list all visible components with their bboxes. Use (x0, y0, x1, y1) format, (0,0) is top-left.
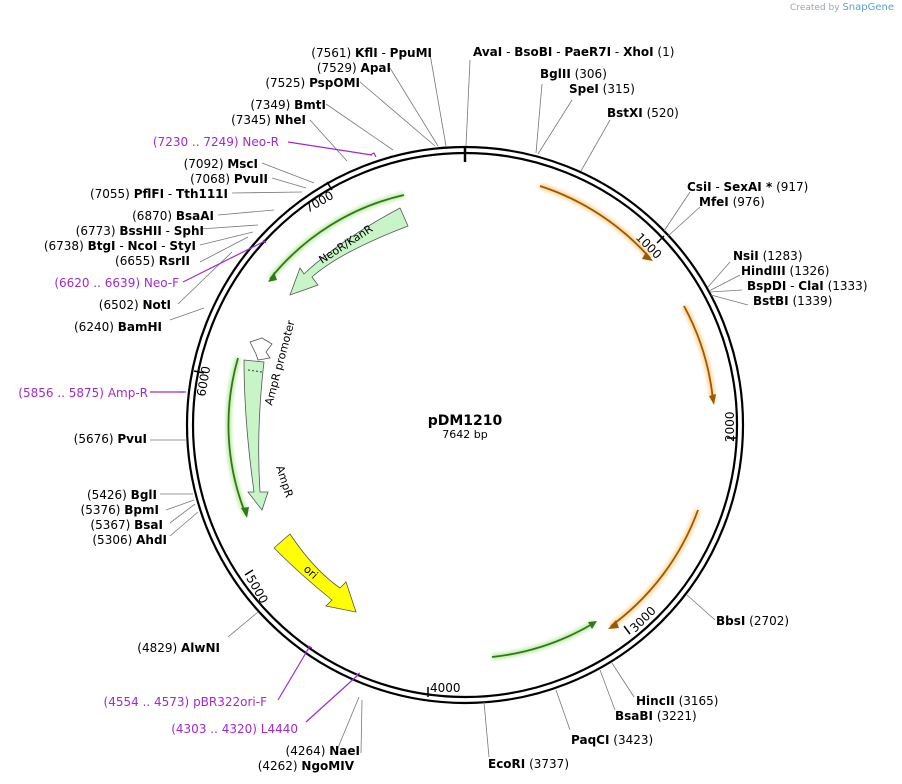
tick-label-2000: 2000 (723, 411, 737, 442)
orf-arrowhead-4 (588, 621, 597, 629)
primer-label-neo-f[interactable]: (6620 .. 6639) Neo-F (54, 276, 179, 290)
site-label-bgli[interactable]: (5426) BglI (87, 488, 157, 502)
site-label-nsii[interactable]: NsiI (1283) (733, 249, 803, 263)
orf-arrowhead-2 (709, 394, 716, 405)
primer-label-amp-r[interactable]: (5856 .. 5875) Amp-R (18, 386, 148, 400)
site-label-bmti[interactable]: (7349) BmtI (250, 98, 326, 112)
site-label-spei[interactable]: SpeI (315) (569, 82, 635, 96)
feature-ampr[interactable] (243, 359, 269, 511)
plasmid-length: 7642 bp (442, 428, 487, 441)
site-label-msci[interactable]: (7092) MscI (184, 157, 258, 171)
site-label-paqci[interactable]: PaqCI (3423) (571, 733, 653, 747)
site-label-pvui[interactable]: (5676) PvuI (74, 432, 147, 446)
orf-arc-4 (491, 622, 595, 658)
primer-marks (150, 141, 377, 723)
site-label-kfli[interactable]: (7561) KflI - PpuMI (311, 46, 432, 60)
site-label-bstxi[interactable]: BstXI (520) (607, 106, 679, 120)
snapgene-credit: Created by SnapGene (790, 2, 894, 13)
orf-arrows (491, 183, 716, 660)
site-label-bamhi[interactable]: (6240) BamHI (74, 320, 162, 334)
orf-arc-1-glow (539, 183, 653, 260)
orf-amp (227, 357, 247, 516)
tick-label-7000: 7000 (303, 188, 336, 215)
site-label-bbsi[interactable]: BbsI (2702) (716, 614, 789, 628)
orf-arc-3 (610, 509, 699, 627)
feature-neor-kanr[interactable] (289, 207, 409, 296)
credit-prefix: Created by (790, 3, 840, 13)
site-label-bstbi[interactable]: BstBI (1339) (753, 294, 832, 308)
sites-left: (4264) NaeI (4262) NgoMIV (4829) AlwNI (… (44, 46, 432, 773)
feature-label-ampr: AmpR (273, 464, 296, 500)
site-label-bpmi[interactable]: (5376) BpmI (81, 503, 159, 517)
orf-arrowhead-1 (642, 252, 653, 261)
site-label-noti[interactable]: (6502) NotI (99, 298, 171, 312)
site-label-rsrii[interactable]: (6655) RsrII (115, 254, 190, 268)
site-label-alwni[interactable]: (4829) AlwNI (137, 641, 220, 655)
site-label-bsai[interactable]: (5367) BsaI (90, 518, 163, 532)
orf-arc-2 (683, 305, 714, 401)
tick-6000 (193, 370, 205, 374)
site-label-pvuii[interactable]: (7068) PvuII (190, 172, 268, 186)
feature-label-ampr-promoter: AmpR promoter (262, 319, 297, 407)
site-pos: (1) (657, 45, 674, 59)
site-label-hindiii[interactable]: HindIII (1326) (741, 264, 829, 278)
tick-1000 (656, 235, 665, 244)
site-label-bglii[interactable]: BglII (306) (540, 67, 607, 81)
site-label-bsshii[interactable]: (6773) BssHII - SphI (76, 224, 204, 238)
site-label-bsabi[interactable]: BsaBI (3221) (615, 709, 697, 723)
orf-neo (269, 194, 405, 280)
site-label-naei[interactable]: (4264) NaeI (286, 744, 360, 758)
snapgene-logo: SnapGene (842, 2, 894, 13)
site-name-AvaI: AvaI (473, 45, 502, 59)
sites-right: AvaI - BsoBI - PaeR7I - XhoI (1) BglII (… (473, 45, 868, 771)
site-label-apai[interactable]: (7529) ApaI (317, 61, 391, 75)
site-label-ava[interactable]: AvaI - BsoBI - PaeR7I - XhoI (1) (473, 45, 674, 59)
site-name-PaeR7I: PaeR7I (564, 45, 611, 59)
orf-neo-arrowhead (268, 272, 277, 282)
orf-amp-arrowhead (241, 507, 249, 518)
site-label-mfei[interactable]: MfeI (976) (699, 195, 765, 209)
primer-label-l4440[interactable]: (4303 .. 4320) L4440 (171, 722, 298, 736)
primer-label-pbr322ori-f[interactable]: (4554 .. 4573) pBR322ori-F (104, 695, 268, 709)
feature-ampr-promoter[interactable] (249, 337, 273, 361)
orf-arc-2-glow (681, 304, 716, 401)
site-label-ngomiv[interactable]: (4262) NgoMIV (258, 759, 355, 773)
site-name-BsoBI: BsoBI (514, 45, 552, 59)
site-name-XhoI: XhoI (623, 45, 654, 59)
site-label-bspdi[interactable]: BspDI - ClaI (1333) (747, 279, 868, 293)
tick-3000 (623, 625, 631, 635)
tick-label-6000: 6000 (194, 365, 213, 398)
site-label-hincii[interactable]: HincII (3165) (636, 694, 718, 708)
site-label-ecori[interactable]: EcoRI (3737) (488, 757, 569, 771)
site-label-nhei[interactable]: (7345) NheI (231, 113, 306, 127)
tick-5000 (244, 569, 254, 576)
feature-ori[interactable] (273, 533, 357, 613)
site-label-btgi[interactable]: (6738) BtgI - NcoI - StyI (44, 239, 196, 253)
orf-left (225, 192, 405, 518)
tick-7000 (326, 181, 333, 191)
plasmid-name: pDM1210 (428, 413, 503, 429)
orf-arc-3-glow (609, 508, 701, 629)
primer-label-neo-r[interactable]: (7230 .. 7249) Neo-R (153, 135, 279, 149)
site-label-pspomi[interactable]: (7525) PspOMI (265, 76, 360, 90)
leader-lines (150, 53, 749, 758)
primer-labels: (7230 .. 7249) Neo-R (6620 .. 6639) Neo-… (18, 135, 298, 736)
orf-arrowhead-3 (608, 620, 619, 629)
orf-arc-4-glow (491, 620, 596, 660)
site-label-csii[interactable]: CsiI - SexAI * (917) (687, 180, 808, 194)
orf-arc-1 (539, 185, 651, 259)
site-label-ahdi[interactable]: (5306) AhdI (92, 533, 167, 547)
tick-label-4000: 4000 (430, 681, 461, 695)
site-label-bsaai[interactable]: (6870) BsaAI (132, 209, 214, 223)
site-label-pflfi[interactable]: (7055) PflFI - Tth111I (90, 187, 228, 201)
